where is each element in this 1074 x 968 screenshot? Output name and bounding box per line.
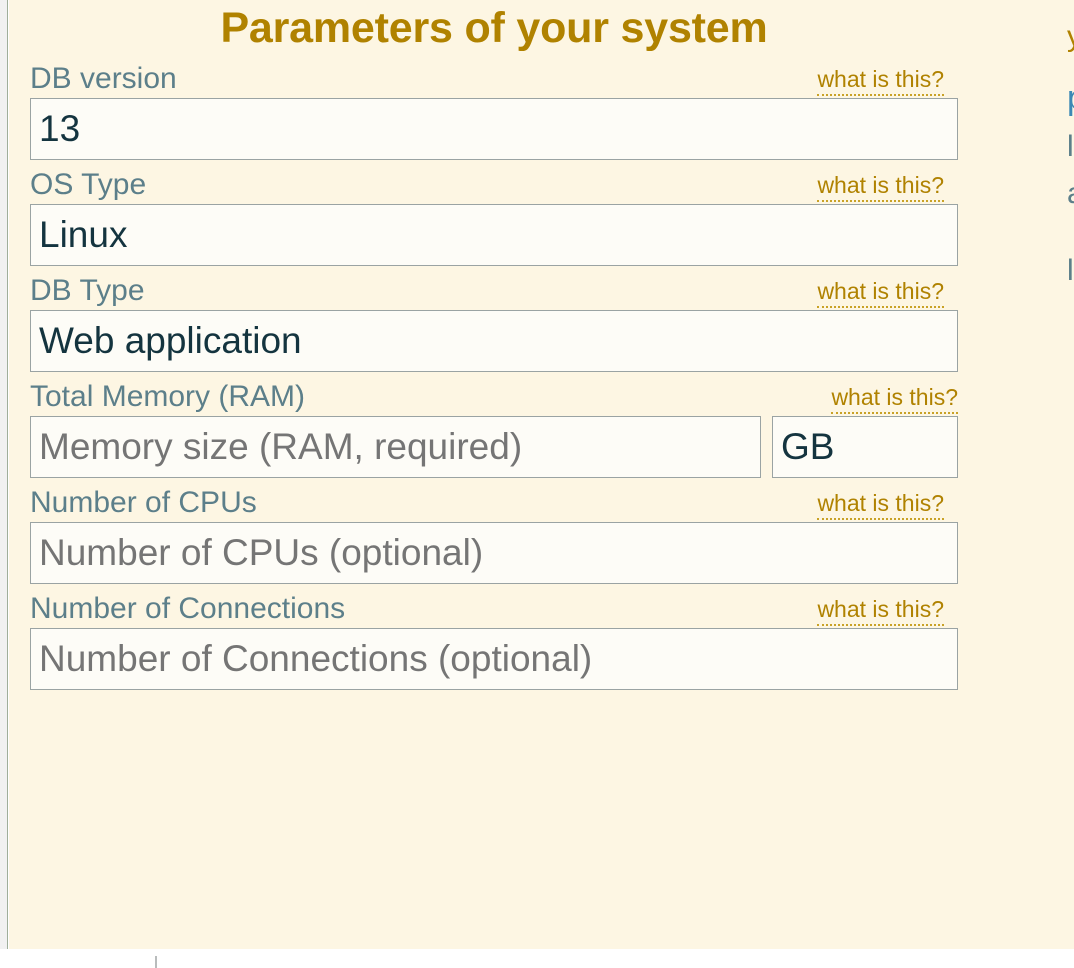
- page-title: Parameters of your system: [220, 4, 768, 52]
- field-row-os-type: OS Type what is this? Linux: [30, 166, 958, 266]
- label-db-version: DB version: [30, 62, 177, 95]
- parameters-form: Parameters of your system DB version wha…: [30, 0, 958, 690]
- select-memory-unit[interactable]: GB: [772, 416, 958, 478]
- parameters-panel: Parameters of your system DB version wha…: [9, 0, 1074, 949]
- field-row-number-of-cpus: Number of CPUs what is this? Number of C…: [30, 484, 958, 584]
- help-link-db-type[interactable]: what is this?: [817, 276, 944, 308]
- label-number-of-cpus: Number of CPUs: [30, 486, 257, 519]
- select-db-version[interactable]: 13: [30, 98, 958, 160]
- results-column-clipped: y p l a l: [1067, 0, 1074, 949]
- below-panel-area: [0, 949, 1074, 968]
- results-line-fragment-3: a: [1067, 175, 1074, 213]
- field-row-total-memory: Total Memory (RAM) what is this? Memory …: [30, 378, 958, 478]
- results-line-fragment-1: p: [1067, 78, 1074, 118]
- select-os-type[interactable]: Linux: [30, 204, 958, 266]
- row-head-db-version: DB version what is this?: [30, 60, 958, 98]
- row-head-number-of-connections: Number of Connections what is this?: [30, 590, 958, 628]
- field-row-db-type: DB Type what is this? Web application: [30, 272, 958, 372]
- label-db-type: DB Type: [30, 274, 145, 307]
- input-number-of-cpus[interactable]: Number of CPUs (optional): [30, 522, 958, 584]
- help-link-total-memory[interactable]: what is this?: [831, 382, 958, 414]
- total-memory-controls: Memory size (RAM, required) GB: [30, 416, 958, 478]
- help-link-db-version[interactable]: what is this?: [817, 64, 944, 96]
- left-gutter-strip: [0, 0, 8, 949]
- label-os-type: OS Type: [30, 168, 147, 201]
- results-line-fragment-2: l: [1067, 130, 1074, 163]
- help-link-number-of-connections[interactable]: what is this?: [817, 594, 944, 626]
- field-row-db-version: DB version what is this? 13: [30, 60, 958, 160]
- results-line-fragment-4: l: [1067, 254, 1074, 287]
- help-link-os-type[interactable]: what is this?: [817, 170, 944, 202]
- input-number-of-connections[interactable]: Number of Connections (optional): [30, 628, 958, 690]
- row-head-total-memory: Total Memory (RAM) what is this?: [30, 378, 958, 416]
- label-total-memory: Total Memory (RAM): [30, 380, 306, 413]
- row-head-db-type: DB Type what is this?: [30, 272, 958, 310]
- field-row-number-of-connections: Number of Connections what is this? Numb…: [30, 590, 958, 690]
- results-title-fragment: y: [1067, 18, 1074, 56]
- select-db-type[interactable]: Web application: [30, 310, 958, 372]
- input-total-memory[interactable]: Memory size (RAM, required): [30, 416, 761, 478]
- row-head-os-type: OS Type what is this?: [30, 166, 958, 204]
- below-panel-tick-mark: [155, 956, 157, 968]
- row-head-number-of-cpus: Number of CPUs what is this?: [30, 484, 958, 522]
- help-link-number-of-cpus[interactable]: what is this?: [817, 488, 944, 520]
- label-number-of-connections: Number of Connections: [30, 592, 346, 625]
